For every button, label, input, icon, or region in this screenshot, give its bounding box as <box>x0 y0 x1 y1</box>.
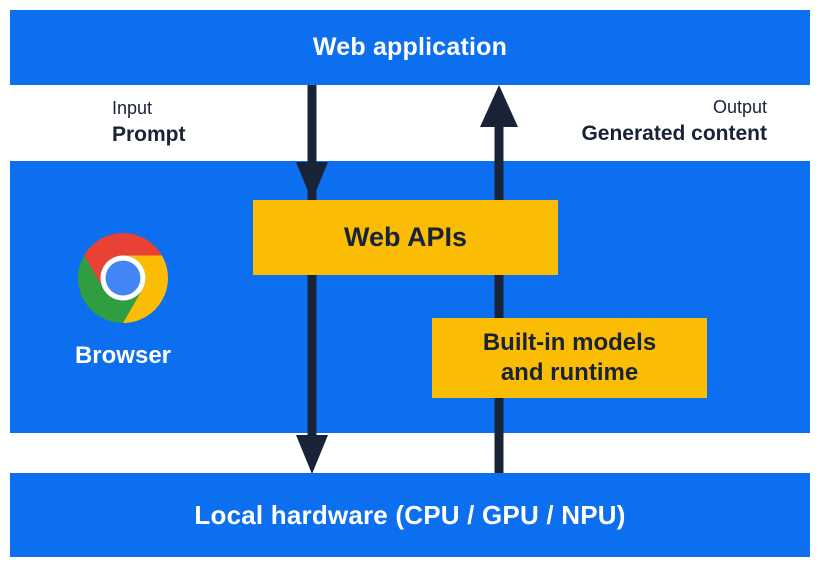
builtin-models-line1: Built-in models <box>482 329 657 356</box>
output-label: Output Generated content <box>581 98 767 144</box>
builtin-models-box: Built-in models and runtime <box>432 318 707 398</box>
input-flow-arrow-down-icon <box>296 85 328 474</box>
web-apis-label: Web APIs <box>343 222 468 252</box>
output-value: Generated content <box>581 122 767 145</box>
local-hardware-label: Local hardware (CPU / GPU / NPU) <box>194 499 626 530</box>
output-title: Output <box>712 97 767 117</box>
input-title: Input <box>112 98 153 118</box>
web-application-label: Web application <box>312 33 508 61</box>
web-apis-box: Web APIs <box>253 200 558 275</box>
browser-label: Browser <box>74 342 172 369</box>
output-flow-arrow-up-icon <box>480 85 518 473</box>
input-label: Input Prompt <box>112 99 186 145</box>
builtin-models-line2: and runtime <box>500 359 639 386</box>
local-hardware-bar: Local hardware (CPU / GPU / NPU) <box>10 473 810 557</box>
input-value: Prompt <box>112 123 186 146</box>
chrome-logo-icon <box>78 233 168 323</box>
web-application-bar: Web application <box>10 10 810 85</box>
